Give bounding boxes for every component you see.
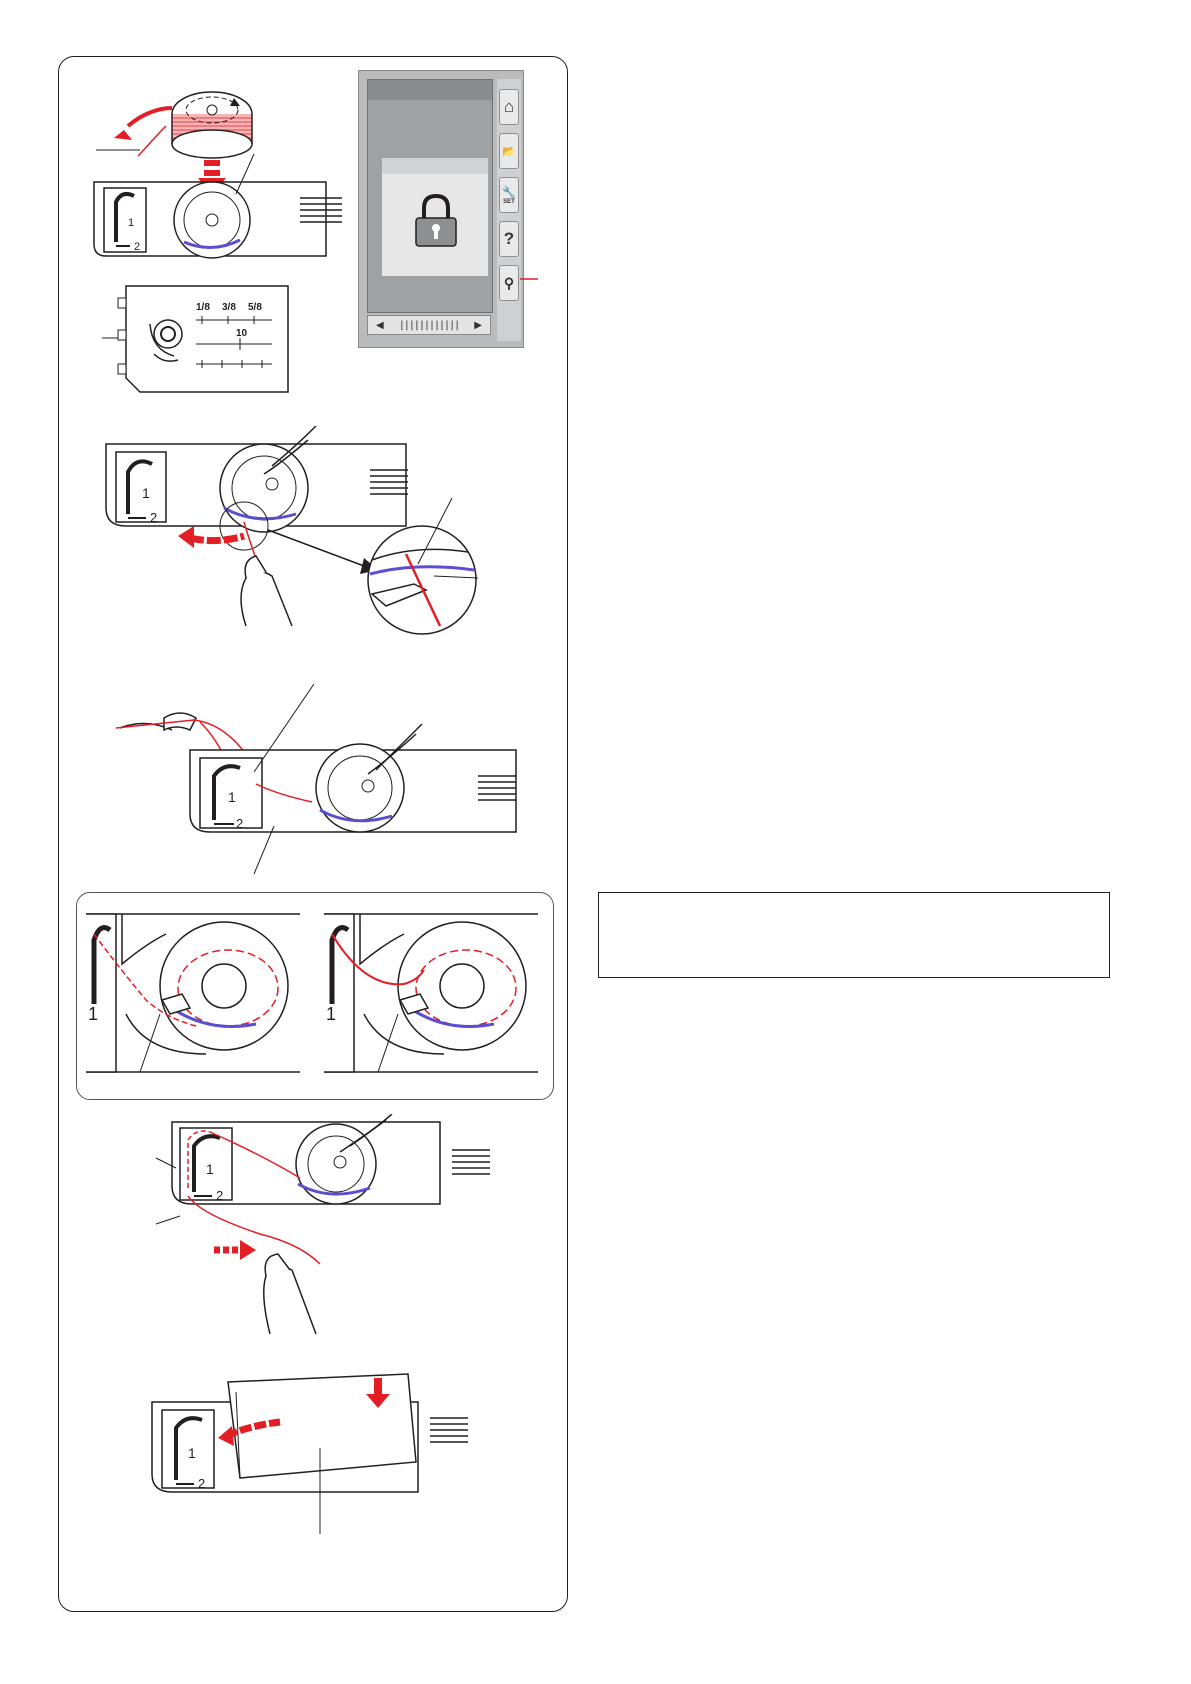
thread-holder-figure: 1 2 [116,684,517,875]
figure-panel [58,56,568,1612]
svg-text:2: 2 [150,510,157,525]
open-file-button[interactable]: 📂 [499,133,519,169]
scale-label-2: 3/8 [222,302,236,313]
note-box [598,892,1110,978]
lcd-side-buttons: ⌂ 📂 🔧SET ? ⚲ [497,79,521,341]
pull-thread-figure: 1 2 [155,1114,490,1335]
help-button[interactable]: ? [499,221,519,257]
lock-button[interactable]: ⚲ [499,265,519,301]
svg-text:2: 2 [134,241,140,253]
bobbin-insert-figure: 1 2 [93,91,342,259]
thread-notch-figure: 1 2 [105,426,479,635]
thread-path-right-figure: 1 [324,913,538,1073]
lock-icon [415,194,457,247]
presser-foot-icon: ⚲ [503,274,515,291]
comparison-panel [76,892,554,1100]
scroll-track[interactable]: |||||||||||| [398,319,460,331]
set-label: SET [503,198,515,205]
scale-label-3: 5/8 [248,302,262,313]
svg-text:2: 2 [216,1188,223,1203]
lock-dialog [382,158,488,276]
pattern-scrollbar[interactable]: ◀ |||||||||||| ▶ [367,315,491,335]
svg-text:1: 1 [88,1004,98,1024]
settings-button[interactable]: 🔧SET [499,177,519,213]
scale-label-1: 1/8 [196,302,210,313]
svg-text:1: 1 [188,1445,196,1461]
wrench-icon: 🔧 [502,186,516,199]
svg-text:2: 2 [236,816,243,831]
scroll-left-icon[interactable]: ◀ [376,319,384,331]
folder-icon: 📂 [502,145,516,158]
svg-text:1: 1 [228,789,236,805]
help-icon: ? [503,229,515,248]
seam-guide-label: 10 [236,328,248,339]
lcd-display [367,79,493,313]
home-icon: ⌂ [503,97,515,116]
thread-path-left-figure: 1 [86,913,300,1073]
svg-text:1: 1 [142,485,150,501]
needle-plate-figure: 1/8 3/8 5/8 10 [102,285,289,393]
lcd-top-bar [368,80,492,100]
svg-text:2: 2 [198,1476,205,1491]
cover-plate-figure: 1 2 [151,1373,468,1534]
home-button[interactable]: ⌂ [499,89,519,125]
svg-text:1: 1 [206,1161,214,1177]
scroll-right-icon[interactable]: ▶ [474,319,482,331]
lock-button-pointer [520,278,538,280]
svg-text:1: 1 [128,217,134,229]
lcd-lock-screen: ◀ |||||||||||| ▶ ⌂ 📂 🔧SET ? ⚲ [358,70,524,348]
svg-text:1: 1 [326,1004,336,1024]
